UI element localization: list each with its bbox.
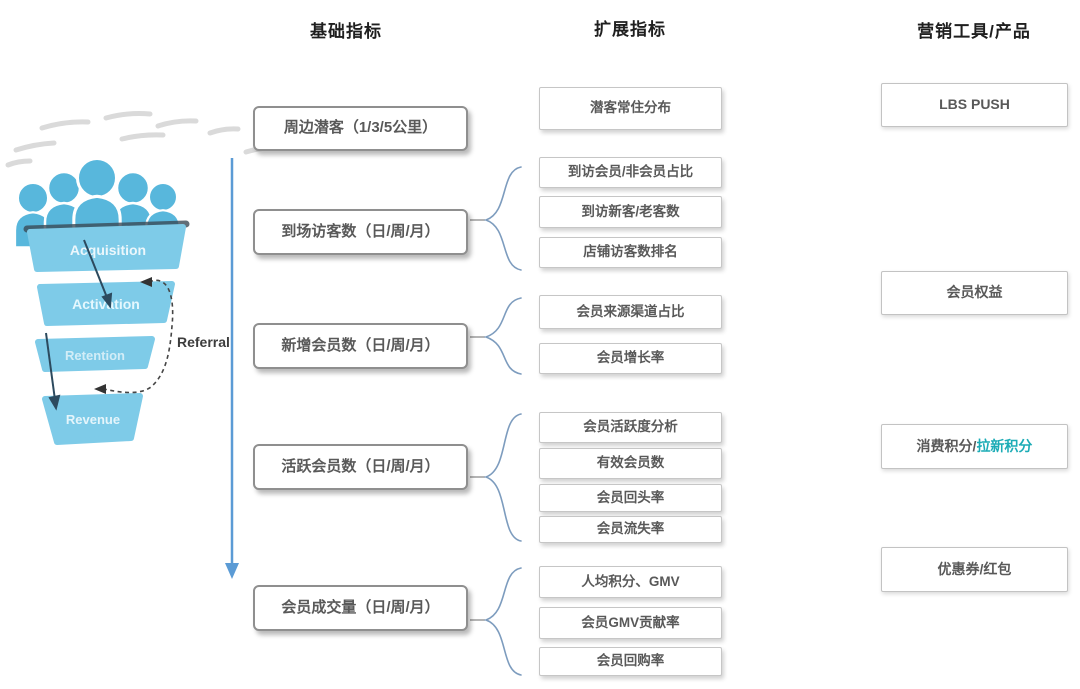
extended-metric-member-gmv-contribution: 会员GMV贡献率 [539,607,722,639]
sketch-scribbles-icon [5,111,281,168]
basic-metric-active-members: 活跃会员数（日/周/月） [253,444,468,490]
extended-metric-valid-members: 有效会员数 [539,448,722,479]
tool-points-acquisition: 拉新积分 [976,437,1033,454]
funnel-stage-retention: Retention [65,348,125,363]
funnel-stage-acquisition: Acquisition [70,242,146,258]
extended-metric-per-capita-points-gmv: 人均积分、GMV [539,566,722,598]
basic-metric-onsite-visitors: 到场访客数（日/周/月） [253,209,468,255]
extended-metric-member-repurchase-rate: 会员回购率 [539,647,722,676]
extended-metric-member-churn-rate: 会员流失率 [539,516,722,543]
header-extended-metrics: 扩展指标 [594,20,666,39]
brace-connectors [470,166,522,676]
tool-member-benefits: 会员权益 [881,271,1068,315]
header-basic-metrics: 基础指标 [310,22,382,41]
funnel-stage-activation: Activation [72,296,140,312]
extended-metric-member-growth-rate: 会员增长率 [539,343,722,374]
basic-metric-nearby-prospects: 周边潜客（1/3/5公里） [253,106,468,151]
extended-metric-prospect-residence: 潜客常住分布 [539,87,722,130]
extended-metric-store-visitor-ranking: 店铺访客数排名 [539,237,722,268]
header-marketing-tools: 营销工具/产品 [917,22,1031,41]
funnel-stage-revenue: Revenue [66,412,120,427]
tool-points: 消费积分/拉新积分 [881,424,1068,469]
tool-coupons-red-packets: 优惠券/红包 [881,547,1068,592]
extended-metric-new-old-visitors: 到访新客/老客数 [539,196,722,228]
tool-lbs-push: LBS PUSH [881,83,1068,127]
extended-metric-member-activity-analysis: 会员活跃度分析 [539,412,722,443]
basic-metric-new-members: 新增会员数（日/周/月） [253,323,468,369]
referral-label: Referral [177,334,230,350]
funnel-flow-arrows-icon [45,239,113,411]
extended-metric-member-source-channel: 会员来源渠道占比 [539,295,722,329]
basic-metric-member-transactions: 会员成交量（日/周/月） [253,585,468,631]
flow-down-arrow-icon [225,158,239,579]
extended-metric-member-return-rate: 会员回头率 [539,484,722,512]
extended-metric-member-nonmember-ratio: 到访会员/非会员占比 [539,157,722,188]
tool-points-consumption: 消费积分/ [916,437,977,454]
referral-loop-arrow-icon [94,277,174,394]
funnel-icon: Acquisition Activation Retention Revenue… [23,220,230,445]
